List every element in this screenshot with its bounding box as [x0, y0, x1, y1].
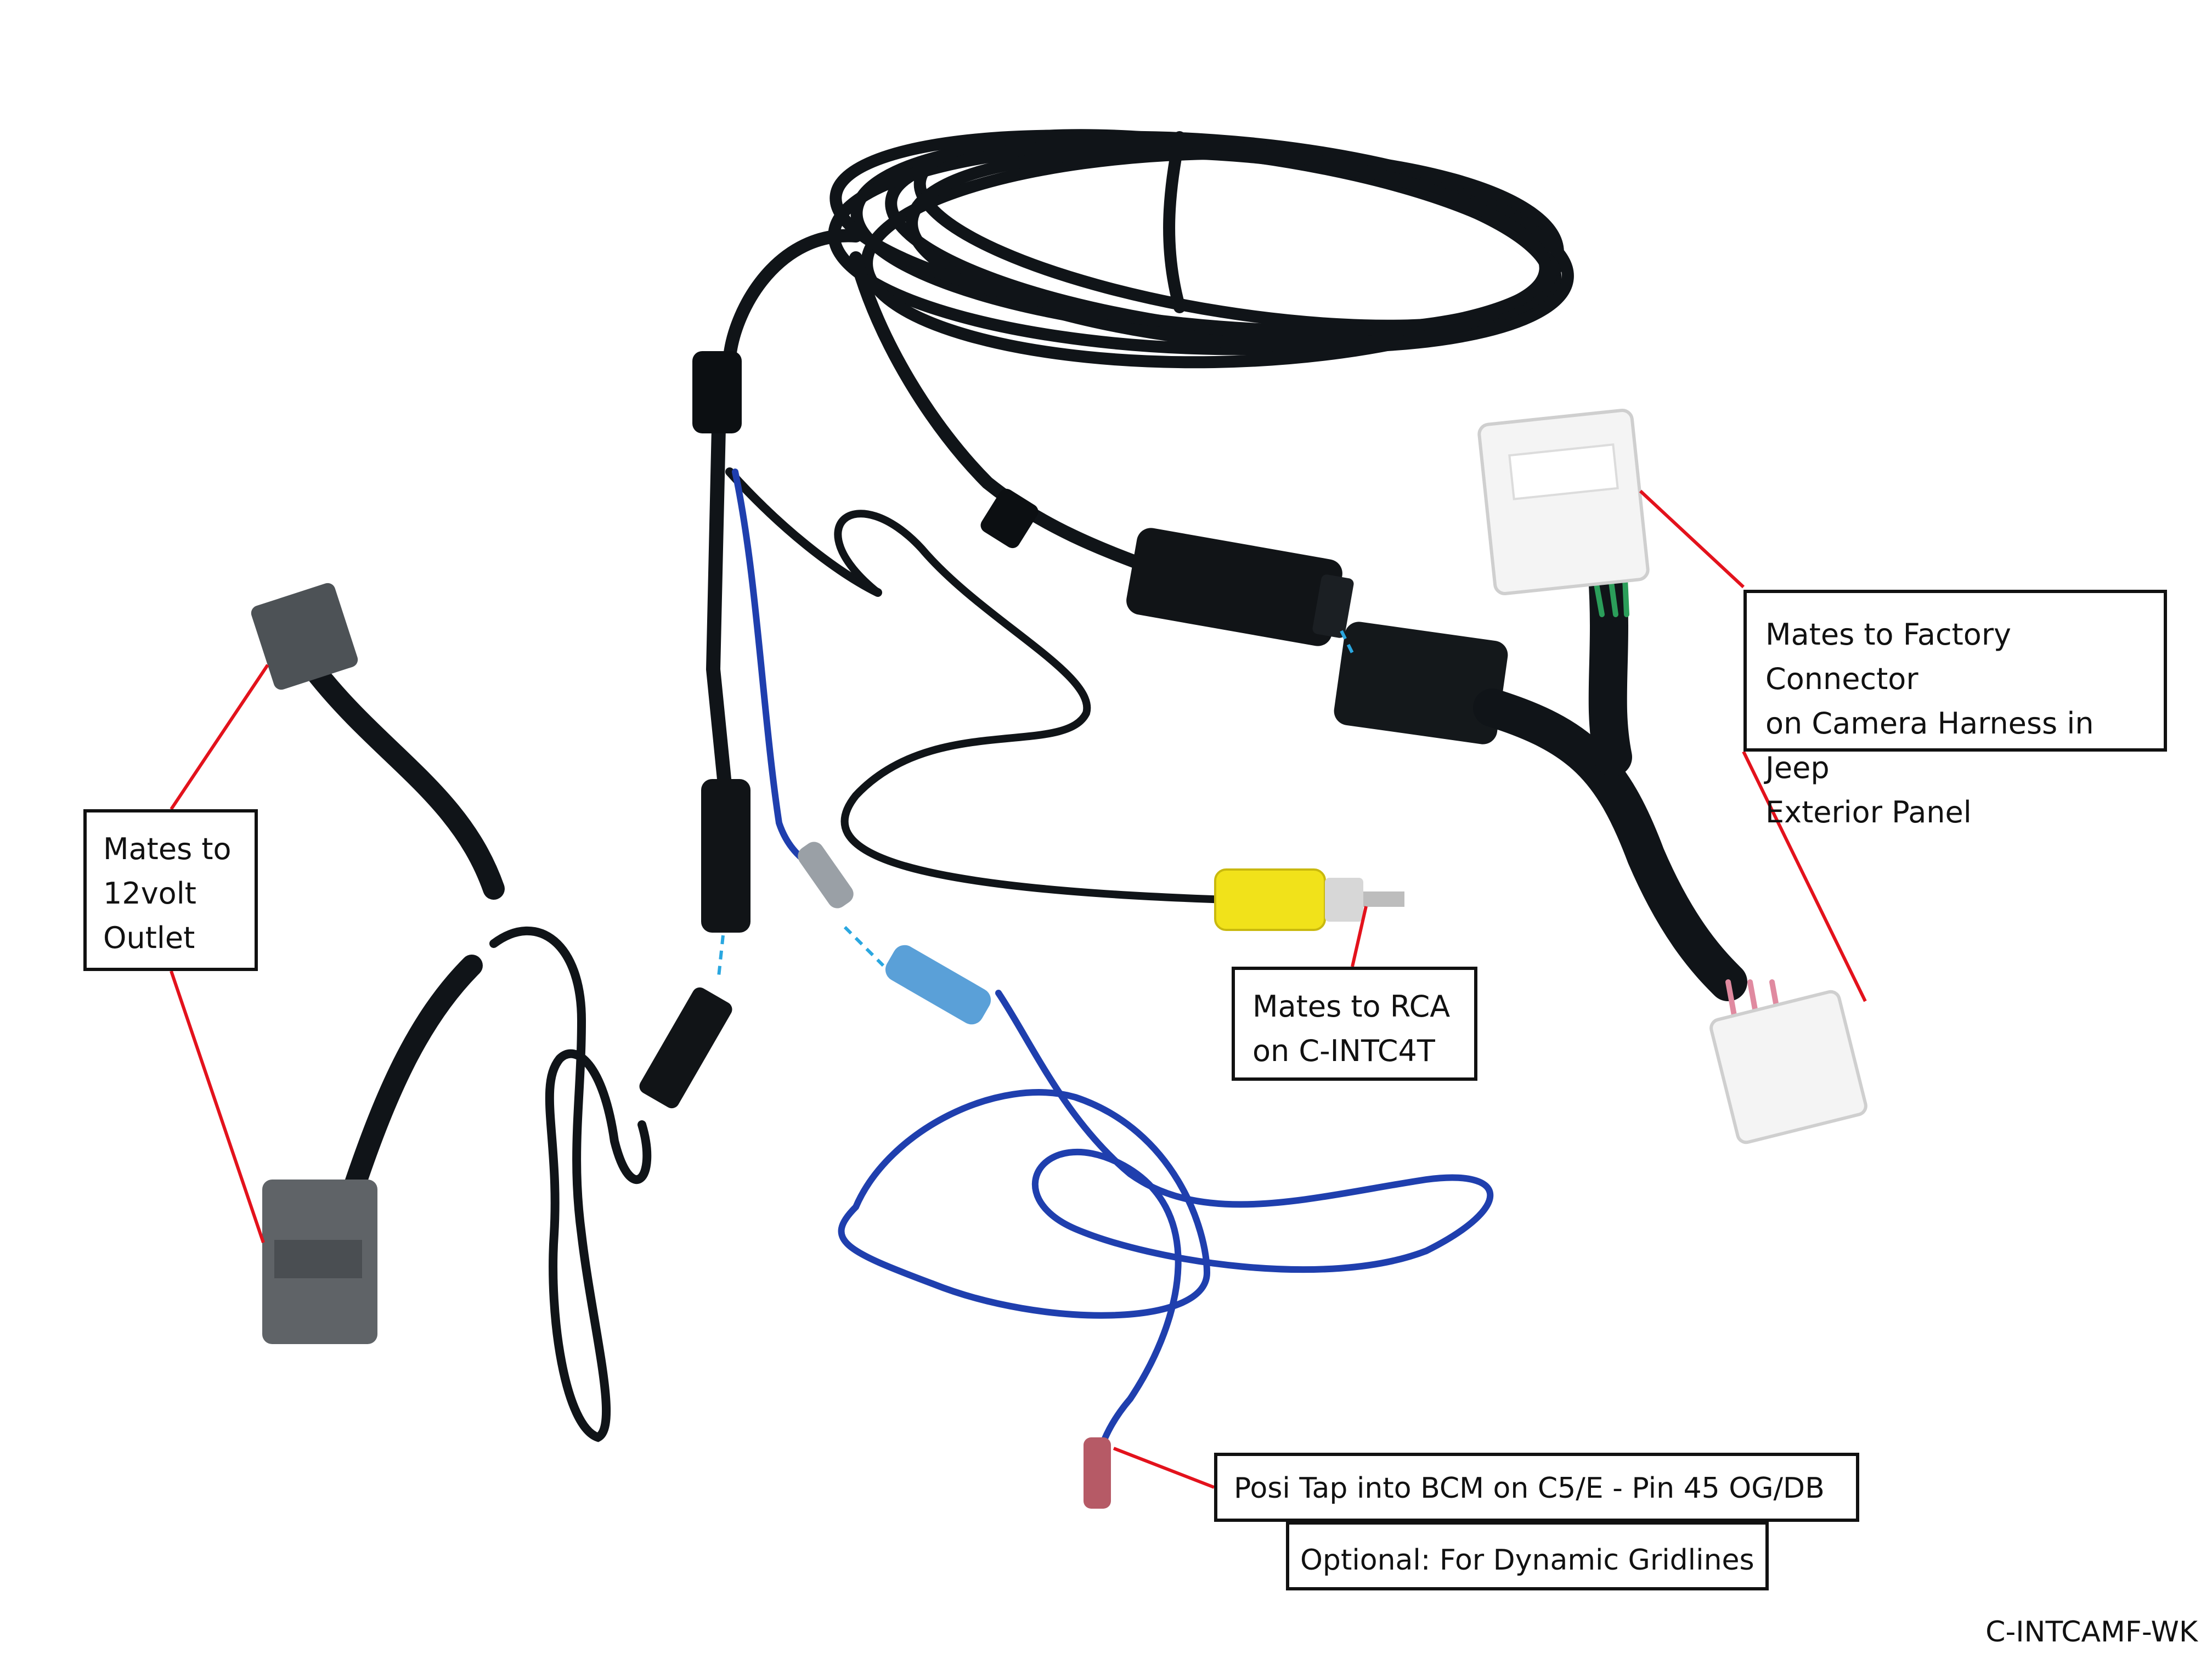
callout-rca: Mates to RCA on C-INTC4T — [1232, 967, 1477, 1081]
camera-harness-connector-icon — [1126, 528, 1354, 646]
barrel-plug-icon — [639, 987, 732, 1109]
outlet-harness — [307, 664, 652, 1442]
callout-line: 12volt — [103, 876, 196, 911]
spade-receptacle-icon — [885, 945, 991, 1025]
mate-indicator — [717, 935, 725, 977]
callout-factory-connector: Mates to Factory Connector on Camera Har… — [1743, 590, 2167, 830]
mate-indicator — [843, 926, 885, 967]
callout-line: Mates to — [103, 832, 232, 866]
callout-line: Exterior Panel — [1765, 795, 1972, 830]
part-number: C-INTCAMF-WK — [1985, 1616, 2198, 1649]
factory-wire-bundle — [1473, 551, 1786, 1045]
rca-plug-icon — [1214, 868, 1404, 931]
callout-line: on Camera Harness in Jeep — [1765, 706, 2094, 785]
cable-coil-icon — [828, 129, 1574, 369]
leader-lines — [170, 489, 1867, 1489]
mating-harness-connector-icon — [1334, 622, 1508, 744]
main-cable — [706, 229, 1233, 904]
factory-connector-top-icon — [1477, 408, 1650, 596]
spade-terminal-icon — [798, 842, 854, 909]
callout-posi-tap: Posi Tap into BCM on C5/E - Pin 45 OG/DB — [1214, 1453, 1859, 1522]
barrel-jack-icon — [701, 779, 751, 933]
callout-optional: Optional: For Dynamic Gridlines — [1286, 1521, 1769, 1590]
posi-tap-icon — [1084, 1437, 1111, 1509]
power-outlet-connector-icon — [251, 583, 377, 1344]
callout-line: on C-INTC4T — [1252, 1034, 1435, 1068]
callout-line: Mates to RCA — [1252, 989, 1451, 1024]
breakout-junction — [692, 351, 742, 433]
mate-indicator — [1340, 630, 1357, 659]
callout-line: Optional: For Dynamic Gridlines — [1300, 1544, 1754, 1577]
callout-12v-outlet: Mates to 12volt Outlet — [83, 809, 258, 971]
callout-line: Mates to Factory Connector — [1765, 617, 2012, 696]
callout-line: Outlet — [103, 921, 195, 955]
callout-line: Posi Tap into BCM on C5/E - Pin 45 OG/DB — [1234, 1472, 1825, 1505]
factory-connector-bottom-icon — [1709, 990, 1867, 1144]
